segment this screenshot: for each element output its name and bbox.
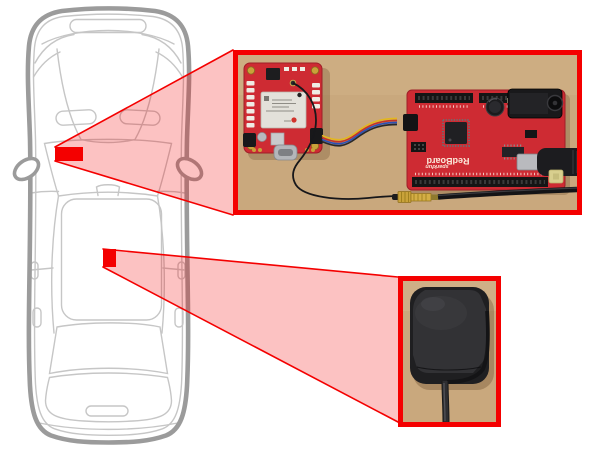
sparkfun-silkscreen: sparkfun [425, 163, 449, 169]
roof-panel [60, 198, 163, 321]
regulator-ic [525, 130, 537, 138]
barrel-jack [507, 88, 564, 119]
sma-connector [392, 191, 438, 203]
door-seam-right [156, 190, 186, 271]
callout-beam-antenna [102, 248, 399, 423]
isp-header [411, 142, 426, 152]
usb-cable [537, 148, 577, 176]
redboard-microcontroller: RedBoard sparkfun [403, 88, 577, 191]
ufl-antenna-lead [292, 82, 399, 200]
electronics-photo: RedBoard sparkfun [238, 55, 577, 210]
mount-hole [311, 66, 320, 75]
inductor [257, 132, 267, 142]
car-outline [12, 6, 204, 445]
qwiic-connector-gps-right [310, 128, 323, 144]
redboard-silkscreen: RedBoard [426, 156, 469, 166]
hood-contour [56, 48, 160, 144]
trunk-lid [44, 372, 173, 423]
gps-chip [266, 68, 280, 80]
mount-hole [247, 66, 255, 75]
qwiic-connector-gps-left [243, 133, 256, 147]
roof-rail-right [156, 195, 165, 334]
hood-seam [41, 29, 175, 45]
callout-beam-electronics [54, 49, 234, 216]
headlight-line-left [32, 33, 75, 78]
cowl-vent-left [55, 109, 97, 126]
roof-marker [103, 249, 116, 267]
breakout-pads [246, 67, 320, 128]
front-grille [69, 18, 147, 34]
antenna-cable [437, 186, 577, 200]
module-logo [291, 117, 297, 123]
so14-ic [502, 144, 524, 160]
door-handle-right [177, 261, 186, 280]
roof-front-detail [95, 184, 121, 197]
micro-usb [516, 153, 540, 171]
electrolytic-capacitor [485, 97, 505, 117]
gps-breakout-board [243, 62, 323, 161]
roof-rail-left [51, 195, 60, 334]
dashboard-marker [55, 147, 83, 161]
door-seam-left [30, 190, 60, 271]
side-mirror-left [12, 156, 41, 182]
quarter-detail-right [174, 307, 184, 328]
quarter-detail-left [32, 307, 42, 328]
qwiic-cable [321, 117, 398, 147]
qwiic-connector-redboard [403, 114, 418, 131]
side-mirror-right [175, 156, 204, 182]
reset-button [548, 169, 564, 184]
antenna-photo [403, 281, 496, 422]
rear-window [48, 322, 169, 375]
usb-c-connector [273, 144, 298, 161]
gnss-module [260, 91, 307, 129]
antenna-callout [398, 276, 501, 427]
bumper-seam [38, 422, 179, 431]
antenna-cable-lead [441, 380, 450, 422]
electronics-callout: RedBoard sparkfun [233, 50, 582, 215]
cowl-vent-right [119, 109, 161, 126]
castellated-pads [252, 148, 315, 152]
magnetic-gps-antenna [410, 287, 491, 384]
headlight-line-right [141, 33, 184, 78]
license-recess [85, 405, 129, 417]
atmega-chip [442, 119, 470, 147]
oscillator [270, 132, 285, 146]
